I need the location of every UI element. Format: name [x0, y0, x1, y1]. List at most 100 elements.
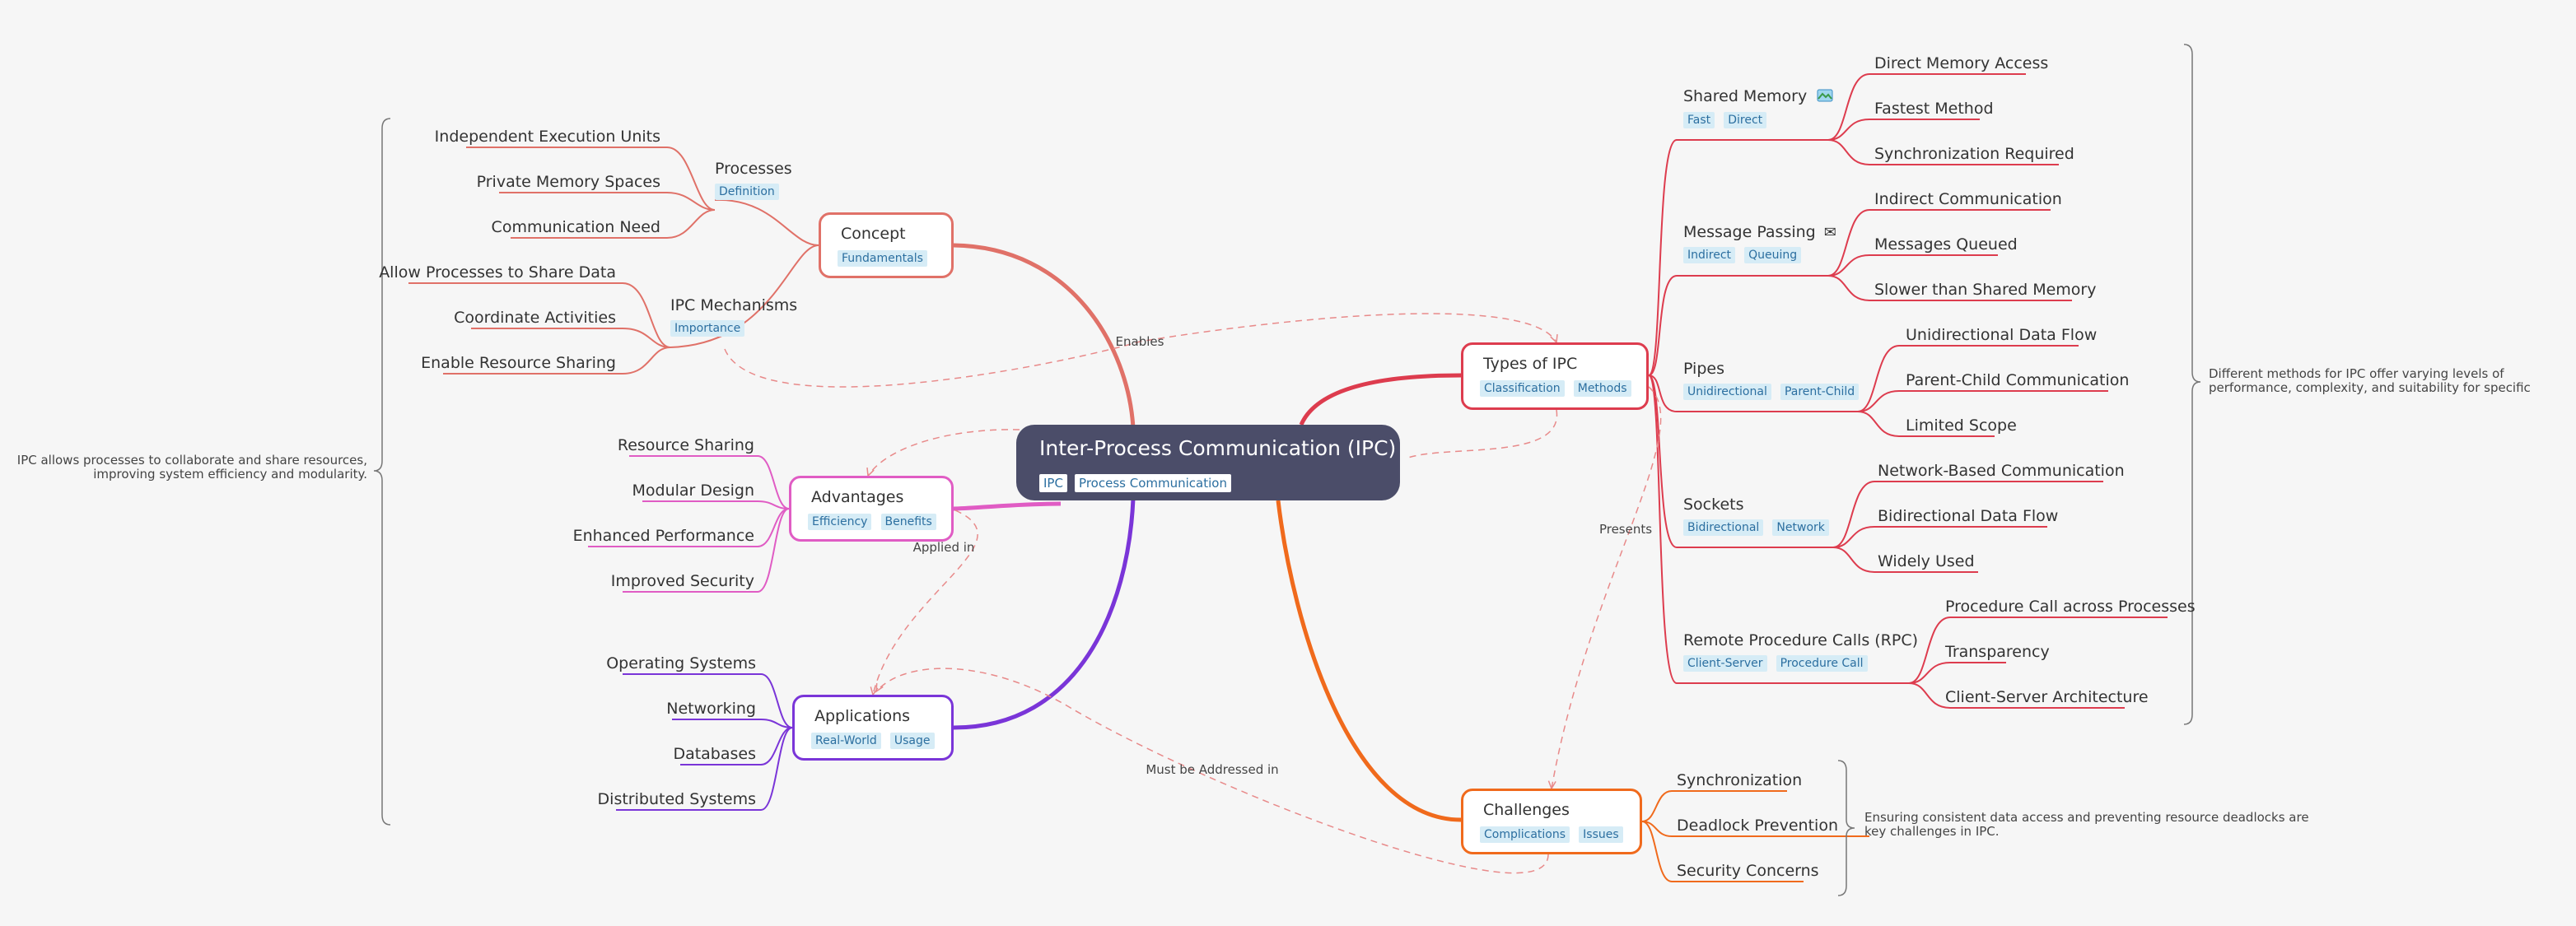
- connector-type-leaf: [1827, 254, 1870, 277]
- summary-types: Different methods for IPC offer varying …: [2209, 367, 2531, 395]
- leaf-resource-sharing[interactable]: Resource Sharing: [617, 436, 754, 454]
- leaf-private-memory-spaces[interactable]: Private Memory Spaces: [476, 173, 660, 191]
- tag: Complications: [1480, 826, 1570, 843]
- summary-brace-types: [2183, 44, 2201, 725]
- challenges-topic[interactable]: Challenges Complications Issues: [1461, 789, 1642, 854]
- connector-type-leaf: [1857, 390, 1900, 412]
- leaf-deadlock-prevention[interactable]: Deadlock Prevention: [1677, 817, 1838, 835]
- processes-tags: Definition: [715, 183, 792, 200]
- tag: Real-World: [811, 733, 881, 749]
- tag: Process Communication: [1075, 474, 1231, 492]
- sockets-topic[interactable]: Sockets Bidirectional Network: [1683, 496, 1834, 536]
- leaf-parent-child-communication[interactable]: Parent-Child Communication: [1906, 371, 2130, 389]
- leaf-synchronization[interactable]: Synchronization: [1677, 771, 1803, 789]
- processes-topic[interactable]: Processes Definition: [715, 160, 792, 200]
- concept-tags: Fundamentals: [838, 249, 932, 267]
- leaf-procedure-call-across-processes[interactable]: Procedure Call across Processes: [1945, 598, 2196, 616]
- rpc-topic[interactable]: Remote Procedure Calls (RPC) Client-Serv…: [1683, 631, 1918, 672]
- leaf-client-server-architecture[interactable]: Client-Server Architecture: [1945, 688, 2149, 706]
- branch-line-type-method: [1648, 275, 1678, 376]
- leaf-improved-security[interactable]: Improved Security: [610, 572, 754, 590]
- leaf-operating-systems[interactable]: Operating Systems: [606, 654, 756, 672]
- branch-line-processes: [714, 198, 819, 246]
- relation-line-enables: [724, 313, 1557, 388]
- central-topic[interactable]: Inter-Process Communication (IPC) IPC Pr…: [1016, 425, 1400, 500]
- connector-processes-leaf: [666, 192, 716, 211]
- connector-type-leaf: [1832, 526, 1875, 548]
- map-icon: [1817, 88, 1833, 106]
- leaf-allow-processes-share-data[interactable]: Allow Processes to Share Data: [379, 263, 616, 282]
- leaf-indirect-communication[interactable]: Indirect Communication: [1874, 190, 2062, 208]
- connector-advantages-leaf: [757, 455, 790, 510]
- leaf-slower-than-shared-memory[interactable]: Slower than Shared Memory: [1874, 281, 2097, 299]
- rpc-tags: Client-Server Procedure Call: [1683, 654, 1918, 672]
- leaf-fastest-method[interactable]: Fastest Method: [1874, 100, 1994, 118]
- challenges-tags: Complications Issues: [1480, 826, 1628, 843]
- relation-label-presents[interactable]: Presents: [1598, 522, 1653, 537]
- summary-challenges: Ensuring consistent data access and prev…: [1864, 810, 2309, 839]
- branch-line-advantages: [953, 501, 1062, 511]
- connector-type-leaf: [1908, 682, 1951, 709]
- tag: Classification: [1480, 380, 1565, 397]
- message-passing-tags: Indirect Queuing: [1683, 246, 1836, 263]
- applications-tags: Real-World Usage: [811, 732, 940, 749]
- connector-type-leaf: [1908, 662, 1951, 684]
- connector-type-leaf: [1832, 481, 1875, 548]
- branch-line-type-method: [1648, 139, 1678, 376]
- leaf-enhanced-performance[interactable]: Enhanced Performance: [572, 527, 754, 545]
- types-of-ipc-topic[interactable]: Types of IPC Classification Methods: [1461, 342, 1649, 410]
- leaf-independent-execution-units[interactable]: Independent Execution Units: [434, 128, 660, 146]
- sockets-tags: Bidirectional Network: [1683, 519, 1834, 536]
- applications-topic[interactable]: Applications Real-World Usage: [792, 695, 954, 761]
- types-of-ipc-tags: Classification Methods: [1480, 379, 1636, 397]
- pipes-tags: Unidirectional Parent-Child: [1683, 383, 1864, 400]
- rpc-title: Remote Procedure Calls (RPC): [1683, 631, 1919, 649]
- branch-line-challenges: [1276, 500, 1462, 822]
- connector-type-leaf: [1827, 119, 1870, 141]
- leaf-security-concerns[interactable]: Security Concerns: [1677, 862, 1819, 880]
- leaf-network-based-communication[interactable]: Network-Based Communication: [1878, 462, 2125, 480]
- ipc-mechanisms-topic[interactable]: IPC Mechanisms Importance: [670, 296, 797, 337]
- leaf-networking[interactable]: Networking: [666, 700, 756, 718]
- connector-type-leaf: [1827, 275, 1870, 301]
- leaf-coordinate-activities[interactable]: Coordinate Activities: [454, 309, 616, 327]
- leaf-distributed-systems[interactable]: Distributed Systems: [597, 790, 756, 808]
- tag: Benefits: [880, 514, 936, 530]
- leaf-direct-memory-access[interactable]: Direct Memory Access: [1874, 54, 2049, 72]
- branch-line-concept: [953, 243, 1136, 429]
- ipc-mechanisms-title: IPC Mechanisms: [670, 296, 798, 314]
- tag: Fundamentals: [838, 250, 927, 267]
- relation-line-applied-in: [872, 510, 978, 696]
- leaf-messages-queued[interactable]: Messages Queued: [1874, 235, 2018, 254]
- message-passing-heading: Message Passing ✉: [1683, 223, 1836, 241]
- tag: Importance: [670, 320, 745, 337]
- connector-applications-leaf: [760, 727, 793, 765]
- connector-mechanisms-leaf: [622, 347, 671, 375]
- connector-mechanisms-leaf: [622, 282, 671, 348]
- pipes-title: Pipes: [1683, 360, 1724, 378]
- ipc-mechanisms-tags: Importance: [670, 319, 797, 337]
- message-passing-topic[interactable]: Message Passing ✉ Indirect Queuing: [1683, 223, 1836, 263]
- shared-memory-topic[interactable]: Shared Memory Fast Direct: [1683, 87, 1833, 128]
- leaf-transparency[interactable]: Transparency: [1945, 643, 2050, 661]
- leaf-widely-used[interactable]: Widely Used: [1878, 552, 1975, 570]
- leaf-modular-design[interactable]: Modular Design: [632, 482, 755, 500]
- relation-label-applied-in[interactable]: Applied in: [912, 540, 975, 555]
- connector-applications-leaf: [760, 673, 793, 728]
- connector-type-leaf: [1827, 73, 1870, 141]
- concept-topic[interactable]: Concept Fundamentals: [819, 212, 954, 278]
- leaf-synchronization-required[interactable]: Synchronization Required: [1874, 145, 2074, 163]
- advantages-topic[interactable]: Advantages Efficiency Benefits: [789, 476, 954, 542]
- tag: Bidirectional: [1683, 519, 1764, 536]
- pipes-topic[interactable]: Pipes Unidirectional Parent-Child: [1683, 360, 1864, 400]
- leaf-bidirectional-data-flow[interactable]: Bidirectional Data Flow: [1878, 507, 2059, 525]
- leaf-limited-scope[interactable]: Limited Scope: [1906, 416, 2017, 435]
- relation-label-must-be-addressed-in[interactable]: Must be Addressed in: [1146, 762, 1279, 777]
- tag: Unidirectional: [1683, 384, 1771, 400]
- leaf-databases[interactable]: Databases: [673, 745, 756, 763]
- leaf-unidirectional-data-flow[interactable]: Unidirectional Data Flow: [1906, 326, 2098, 344]
- leaf-communication-need[interactable]: Communication Need: [491, 218, 660, 236]
- relation-label-enables[interactable]: Enables: [1115, 334, 1164, 349]
- leaf-enable-resource-sharing[interactable]: Enable Resource Sharing: [421, 354, 616, 372]
